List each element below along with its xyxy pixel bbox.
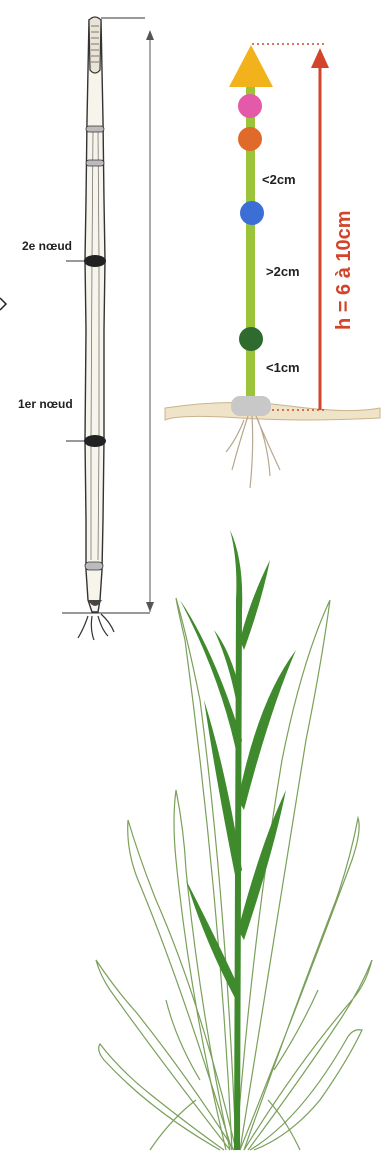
base-capsule-icon [231,396,271,416]
root-icon [78,614,114,640]
pink-bud-icon [238,94,262,118]
growth-stage-schematic: <2cm >2cm <1cm h = 6 à 10cm [165,44,380,488]
upper-node-ring [86,160,104,166]
ground-band [165,402,380,420]
stem-outline [85,20,105,612]
base-node-ring [85,562,103,570]
gap-bottom-label: <1cm [266,360,300,375]
stem-section-diagram: 2e nœud 1er nœud [0,17,154,640]
height-label: h = 6 à 10cm [333,210,355,330]
second-node-marker [84,255,106,267]
orange-bud-icon [238,127,262,151]
height-arrow-head-icon [311,48,329,68]
wheat-plant-illustration [96,530,372,1150]
arrow-head-up-icon [146,30,154,40]
arrow-head-down-icon [146,602,154,612]
gap-middle-label: >2cm [266,264,300,279]
apex-triangle-icon [229,45,273,87]
gap-top-label: <2cm [262,172,296,187]
root-system-icon [226,416,280,488]
green-bud-icon [239,327,263,351]
upper-node-ring [86,126,104,132]
edge-caret-icon [0,298,6,310]
first-node-marker [84,435,106,447]
node2-label: 2e nœud [22,239,72,253]
blue-bud-icon [240,201,264,225]
dark-leaves [180,530,296,1150]
node1-label: 1er nœud [18,397,73,411]
ear-icon [89,17,101,73]
